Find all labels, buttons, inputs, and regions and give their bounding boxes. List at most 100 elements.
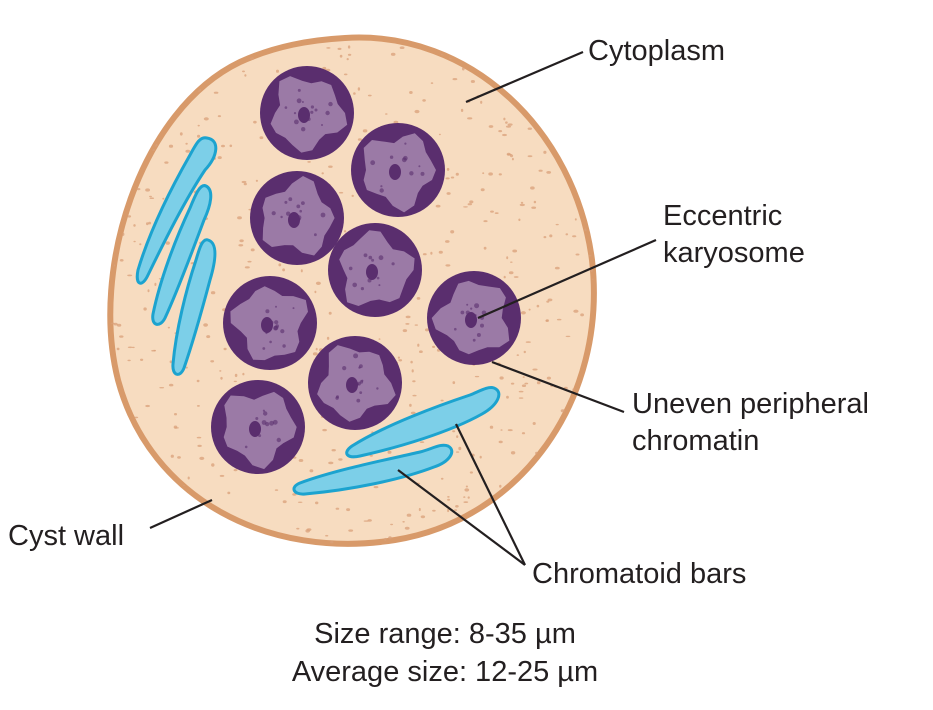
cytoplasm-speckle <box>219 474 225 477</box>
leader-chromatoid-1 <box>455 423 526 566</box>
cytoplasm-speckle <box>557 57 561 60</box>
chromatoid-bar <box>292 443 454 496</box>
cytoplasm-speckle <box>538 169 543 172</box>
cytoplasm-speckle <box>465 485 468 488</box>
cytoplasm-speckle <box>397 356 400 359</box>
cytoplasm-speckle <box>321 172 324 175</box>
cytoplasm-speckle <box>560 409 565 413</box>
cytoplasm-speckle <box>559 80 564 83</box>
cytoplasm-speckle <box>565 39 570 42</box>
cytoplasm-speckle <box>565 233 569 236</box>
cytoplasm-speckle <box>309 469 314 473</box>
cytoplasm-speckle <box>153 349 156 352</box>
chromatin-granule <box>314 108 318 112</box>
cytoplasm-speckle <box>351 194 354 197</box>
cytoplasm-speckle <box>97 503 100 506</box>
chromatoid-bar <box>345 386 501 459</box>
cytoplasm-speckle <box>472 516 477 520</box>
cytoplasm-speckle <box>518 397 524 399</box>
chromatin-granule <box>342 366 347 371</box>
cytoplasm-speckle <box>140 358 144 361</box>
leader-chromatin <box>491 360 625 414</box>
cytoplasm-speckle <box>196 436 202 439</box>
cytoplasm-speckle <box>600 248 604 251</box>
cytoplasm-speckle <box>418 507 421 512</box>
nuclei <box>211 66 521 474</box>
cytoplasm-speckle <box>353 92 356 95</box>
cytoplasm-speckle <box>485 529 491 532</box>
cytoplasm-speckle <box>510 382 515 385</box>
chromatin-granule <box>262 347 266 350</box>
cytoplasm-speckle <box>343 73 348 76</box>
cytoplasm-speckle <box>422 253 427 256</box>
chromatin-granule <box>275 305 277 308</box>
cytoplasm-speckle <box>97 116 99 118</box>
chromatoid-bar <box>171 238 217 376</box>
cytoplasm-speckle <box>169 360 173 364</box>
cytoplasm-speckle <box>516 354 519 356</box>
chromatin-granule <box>336 395 339 399</box>
cytoplasm-speckle <box>579 48 582 52</box>
cytoplasm-speckle <box>172 102 177 106</box>
nucleus <box>223 276 317 370</box>
cytoplasm-speckle <box>450 230 455 234</box>
cytoplasm-speckle <box>210 291 216 295</box>
chromatin-granule <box>391 262 395 266</box>
chromatin-granule <box>280 329 285 334</box>
cytoplasm-speckle <box>331 449 336 452</box>
cytoplasm-speckle <box>520 201 524 204</box>
cytoplasm-speckle <box>367 94 372 97</box>
cytoplasm-speckle <box>533 200 537 204</box>
cytoplasm-speckle <box>526 108 532 111</box>
cytoplasm-speckle <box>555 223 559 226</box>
chromatin-granule <box>409 171 414 176</box>
cytoplasm-speckle <box>116 164 121 167</box>
cytoplasm-speckle <box>217 156 222 160</box>
cytoplasm-speckle <box>440 399 444 402</box>
chromatin-granule <box>420 171 425 176</box>
cytoplasm-speckle <box>242 70 245 73</box>
cytoplasm-speckle <box>510 261 513 263</box>
cytoplasm-speckle <box>168 144 174 148</box>
cytoplasm-speckle <box>564 448 567 452</box>
cytoplasm-speckle <box>110 466 111 469</box>
cytoplasm-speckle <box>506 395 509 399</box>
cytoplasm-speckle <box>315 347 318 351</box>
cytoplasm-speckle <box>145 404 150 408</box>
cytoplasm-speckle <box>541 88 544 92</box>
cytoplasm-speckle <box>412 394 417 397</box>
cytoplasm-speckle <box>410 411 416 415</box>
cytoplasm-speckle <box>566 35 571 38</box>
cytoplasm-speckle <box>594 203 597 205</box>
cytoplasm-speckle <box>549 234 553 238</box>
cytoplasm-speckle <box>100 458 105 461</box>
cytoplasm-speckle <box>546 376 552 380</box>
cytoplasm-speckle <box>167 500 171 504</box>
cytoplasm-speckle <box>473 56 475 59</box>
cytoplasm-speckle <box>199 456 205 460</box>
cytoplasm-speckle <box>113 322 118 326</box>
chromatin-granule <box>255 417 259 420</box>
cytoplasm-speckle <box>136 84 142 88</box>
chromatin-granule <box>286 211 291 216</box>
cytoplasm-speckle <box>499 484 502 488</box>
cytoplasm-speckle <box>105 437 109 439</box>
cytoplasm-speckle <box>504 501 508 504</box>
cytoplasm-speckle <box>185 366 188 369</box>
cytoplasm-speckle <box>470 80 475 83</box>
cytoplasm-speckle <box>116 409 122 414</box>
chromatin-granule <box>380 185 383 188</box>
cytoplasm-speckle <box>574 218 577 221</box>
cytoplasm-speckle <box>110 322 115 325</box>
cytoplasm-speckle <box>315 501 319 505</box>
karyosome <box>346 377 358 393</box>
cytoplasm-speckle <box>507 123 513 126</box>
cytoplasm-speckle <box>179 132 183 136</box>
chromatin-granule <box>280 215 283 219</box>
cytoplasm-speckle <box>253 120 257 124</box>
cytoplasm-speckle <box>585 180 591 182</box>
cytoplasm-speckle <box>482 172 485 175</box>
nucleus <box>351 123 445 217</box>
cytoplasm-speckle <box>488 125 494 128</box>
chromatin-granule <box>273 325 279 331</box>
